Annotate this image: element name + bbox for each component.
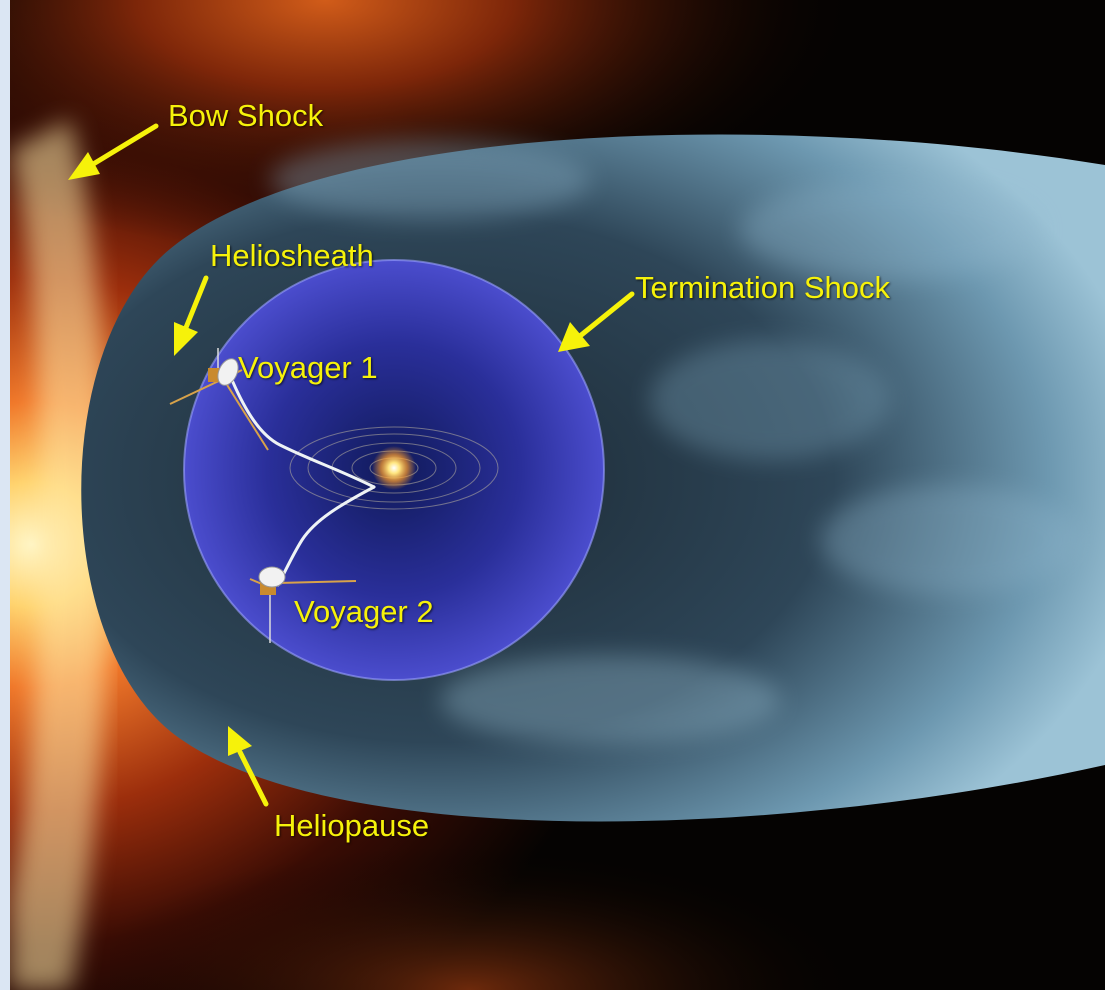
heliosphere-illustration bbox=[10, 0, 1105, 990]
termination-shock-label: Termination Shock bbox=[635, 270, 890, 306]
voyager-2-label: Voyager 2 bbox=[294, 594, 434, 630]
voyager-1-label: Voyager 1 bbox=[238, 350, 378, 386]
heliosheath-label: Heliosheath bbox=[210, 238, 374, 274]
heliopause-label: Heliopause bbox=[274, 808, 429, 844]
left-border bbox=[0, 0, 10, 990]
bow-shock-label: Bow Shock bbox=[168, 98, 323, 134]
sun bbox=[372, 446, 416, 490]
